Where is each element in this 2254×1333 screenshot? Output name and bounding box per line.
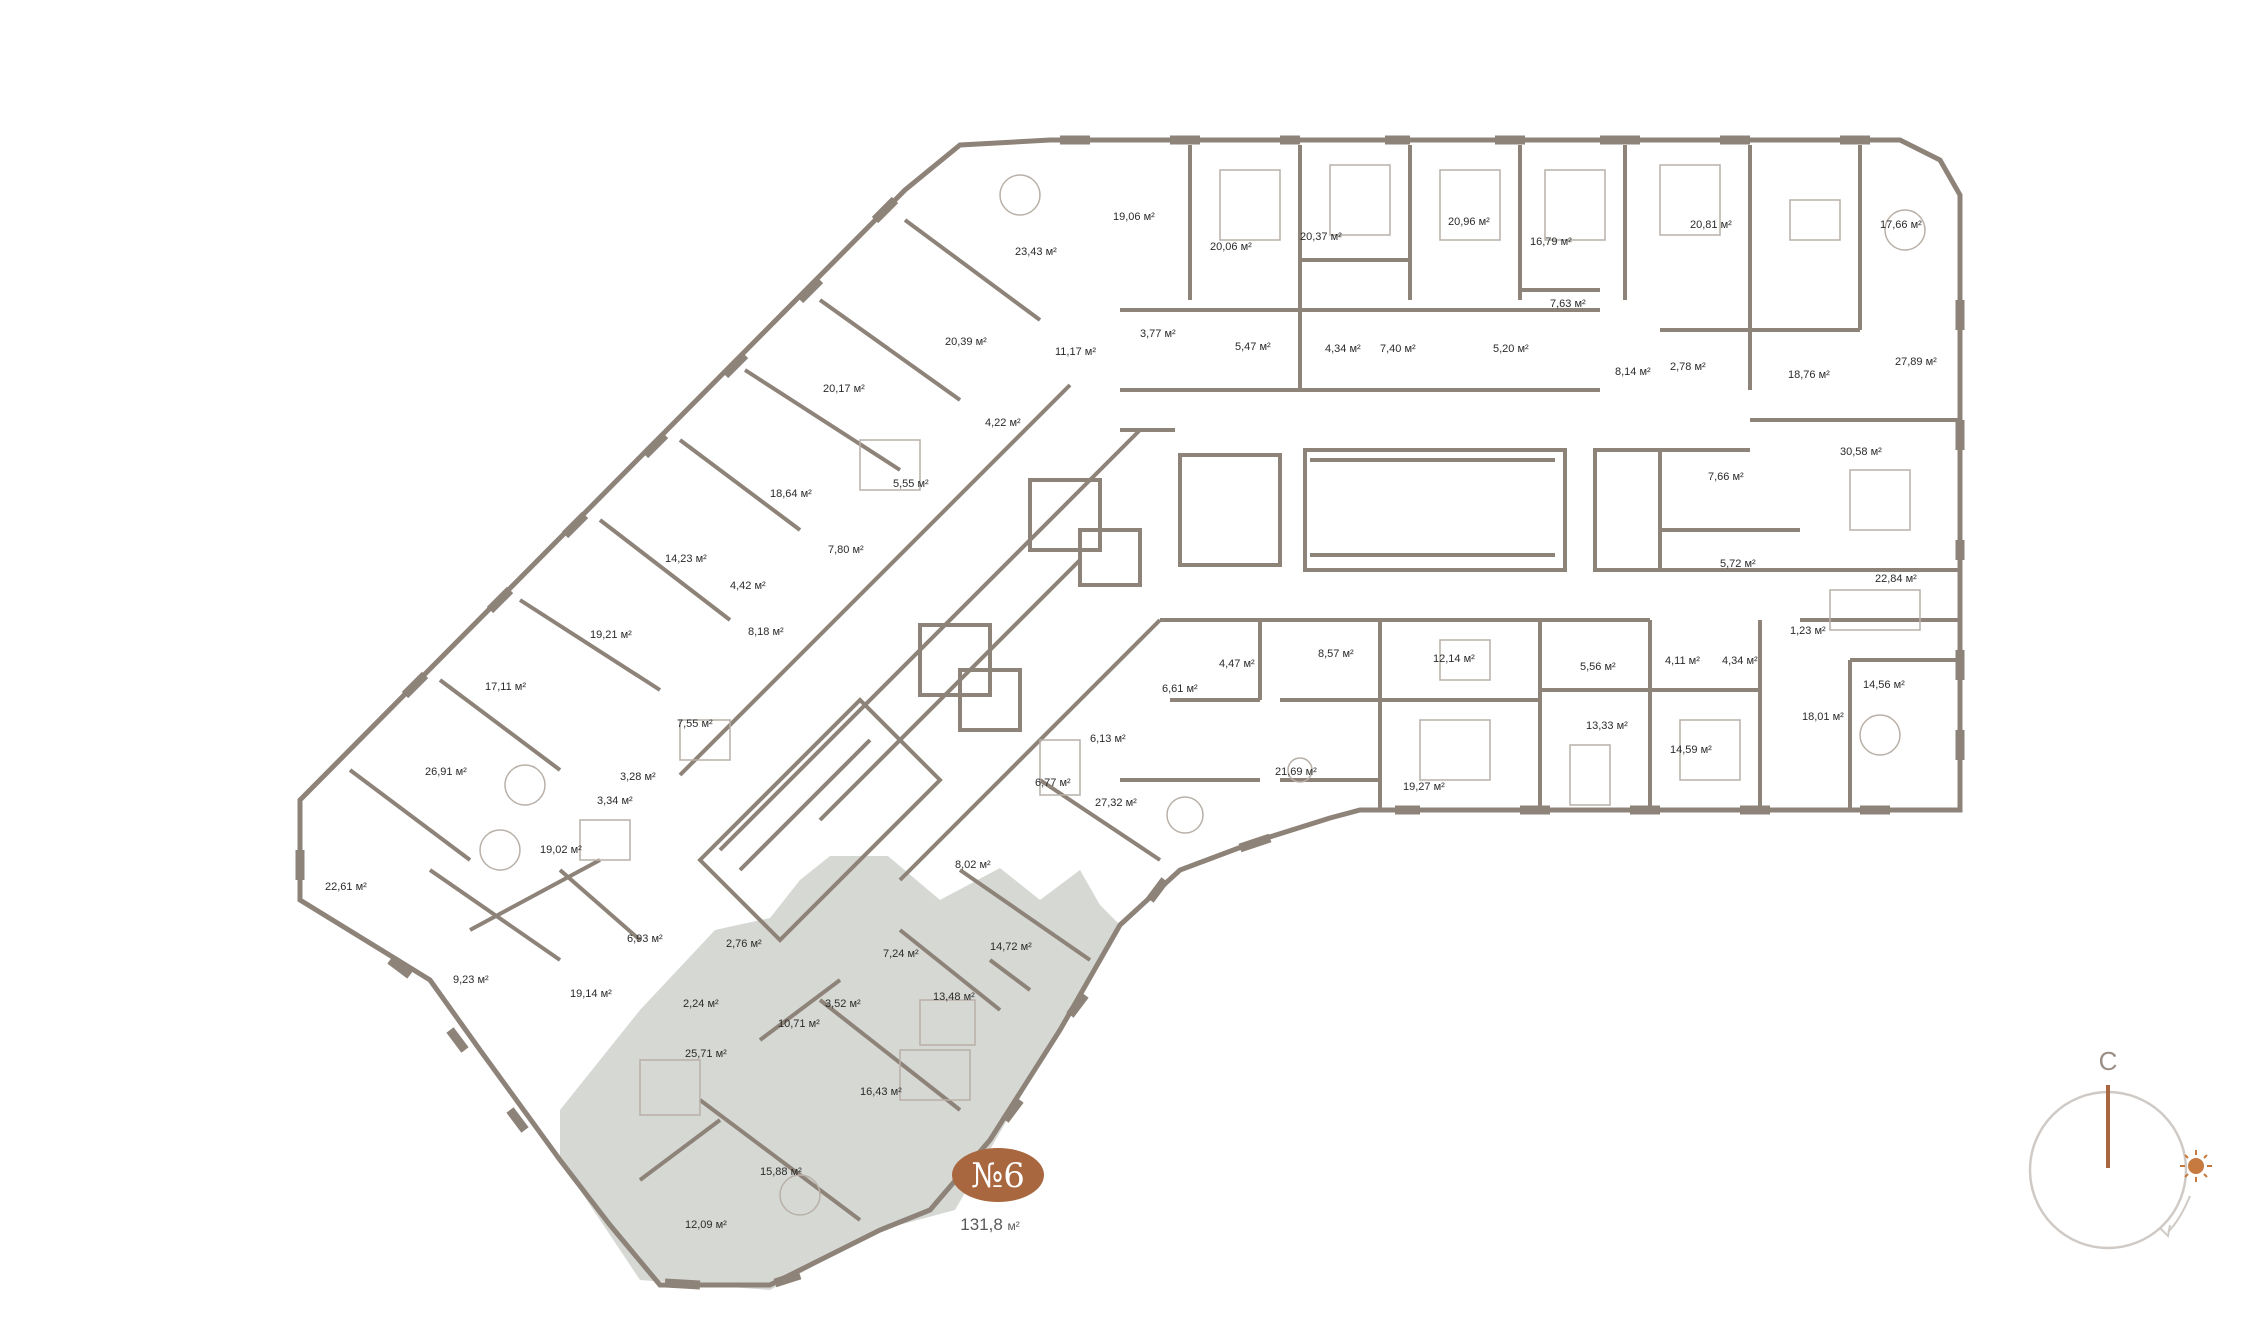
room-area-label: 4,22 м²: [985, 417, 1021, 429]
room-labels: 23,43 м² 19,06 м² 20,06 м² 20,37 м² 20,9…: [325, 211, 1937, 1231]
room-area-label: 3,77 м²: [1140, 328, 1176, 340]
room-area-label: 4,34 м²: [1722, 655, 1758, 667]
compass: С: [2028, 1046, 2212, 1250]
room-area-label: 19,27 м²: [1403, 781, 1445, 793]
room-area-label: 12,09 м²: [685, 1219, 727, 1231]
room-area-label: 26,91 м²: [425, 766, 467, 778]
room-area-label: 20,81 м²: [1690, 219, 1732, 231]
interior-walls: [348, 145, 1960, 1222]
room-area-label: 4,34 м²: [1325, 343, 1361, 355]
room-area-label: 4,47 м²: [1219, 658, 1255, 670]
room-area-label: 6,93 м²: [627, 933, 663, 945]
room-area-label: 9,23 м²: [453, 974, 489, 986]
room-area-label: 18,76 м²: [1788, 369, 1830, 381]
furniture: [479, 164, 1926, 1216]
room-area-label: 16,79 м²: [1530, 236, 1572, 248]
room-area-label: 17,11 м²: [485, 681, 526, 693]
room-area-label: 14,23 м²: [665, 553, 707, 565]
room-area-label: 19,21 м²: [590, 629, 632, 641]
room-area-label: 7,24 м²: [883, 948, 919, 960]
room-area-label: 15,88 м²: [760, 1166, 802, 1178]
room-area-label: 2,24 м²: [683, 998, 719, 1010]
room-area-label: 22,84 м²: [1875, 573, 1917, 585]
room-area-label: 2,78 м²: [1670, 361, 1706, 373]
room-area-label: 13,48 м²: [933, 991, 975, 1003]
room-area-label: 16,43 м²: [860, 1086, 902, 1098]
apartment-badge[interactable]: №6: [952, 1148, 1044, 1202]
room-area-label: 20,17 м²: [823, 383, 865, 395]
window-marks: [295, 135, 1965, 1290]
room-area-label: 25,71 м²: [685, 1048, 727, 1060]
room-area-label: 19,02 м²: [540, 844, 582, 856]
room-area-label: 20,96 м²: [1448, 216, 1490, 228]
room-area-label: 14,56 м²: [1863, 679, 1905, 691]
room-area-label: 3,28 м²: [620, 771, 656, 783]
room-area-label: 19,14 м²: [570, 988, 612, 1000]
room-area-label: 6,61 м²: [1162, 683, 1198, 695]
room-area-label: 1,23 м²: [1790, 625, 1826, 637]
room-area-label: 4,11 м²: [1665, 655, 1700, 667]
room-area-label: 18,01 м²: [1802, 711, 1844, 723]
room-area-label: 7,80 м²: [828, 544, 864, 556]
room-area-label: 19,06 м²: [1113, 211, 1155, 223]
apartment-number: №6: [971, 1156, 1025, 1196]
room-area-label: 8,18 м²: [748, 626, 784, 638]
apartment-6-highlight[interactable]: [560, 856, 1120, 1290]
room-area-label: 14,59 м²: [1670, 744, 1712, 756]
room-area-label: 5,72 м²: [1720, 558, 1756, 570]
badge-ellipse: [952, 1148, 1044, 1202]
apartment-area: 131,8 м²: [960, 1215, 1020, 1234]
apartment-area-unit: м²: [1008, 1219, 1020, 1233]
room-area-label: 20,37 м²: [1300, 231, 1342, 243]
room-area-label: 22,61 м²: [325, 881, 367, 893]
room-area-label: 6,77 м²: [1035, 777, 1071, 789]
apartment-area-value: 131,8: [960, 1215, 1003, 1234]
room-area-label: 20,39 м²: [945, 336, 987, 348]
room-area-label: 5,20 м²: [1493, 343, 1529, 355]
outer-walls: [297, 137, 1963, 1288]
room-area-label: 5,47 м²: [1235, 341, 1271, 353]
room-area-label: 30,58 м²: [1840, 446, 1882, 458]
room-area-label: 18,64 м²: [770, 488, 812, 500]
room-area-label: 5,56 м²: [1580, 661, 1616, 673]
room-area-label: 21,69 м²: [1275, 766, 1317, 778]
room-area-label: 17,66 м²: [1880, 219, 1922, 231]
room-area-label: 7,55 м²: [677, 718, 713, 730]
room-area-label: 8,14 м²: [1615, 366, 1651, 378]
room-area-label: 7,66 м²: [1708, 471, 1744, 483]
room-area-label: 8,02 м²: [955, 859, 991, 871]
compass-north-label: С: [2099, 1046, 2118, 1076]
room-area-label: 7,63 м²: [1550, 298, 1586, 310]
room-area-label: 4,42 м²: [730, 580, 766, 592]
room-area-label: 3,52 м²: [825, 998, 861, 1010]
sun-icon: [2180, 1150, 2212, 1182]
arrow-head-icon: [2159, 1224, 2171, 1239]
room-area-label: 27,32 м²: [1095, 797, 1137, 809]
room-area-label: 10,71 м²: [778, 1018, 820, 1030]
room-area-label: 12,14 м²: [1433, 653, 1475, 665]
room-area-label: 7,40 м²: [1380, 343, 1416, 355]
room-area-label: 14,72 м²: [990, 941, 1032, 953]
room-area-label: 3,34 м²: [597, 795, 633, 807]
room-area-label: 5,55 м²: [893, 478, 929, 490]
room-area-label: 2,76 м²: [726, 938, 762, 950]
room-area-label: 8,57 м²: [1318, 648, 1354, 660]
room-area-label: 13,33 м²: [1586, 720, 1628, 732]
room-area-label: 27,89 м²: [1895, 356, 1937, 368]
room-area-label: 6,13 м²: [1090, 733, 1126, 745]
room-area-label: 23,43 м²: [1015, 246, 1057, 258]
room-area-label: 20,06 м²: [1210, 241, 1252, 253]
room-area-label: 11,17 м²: [1055, 346, 1096, 358]
